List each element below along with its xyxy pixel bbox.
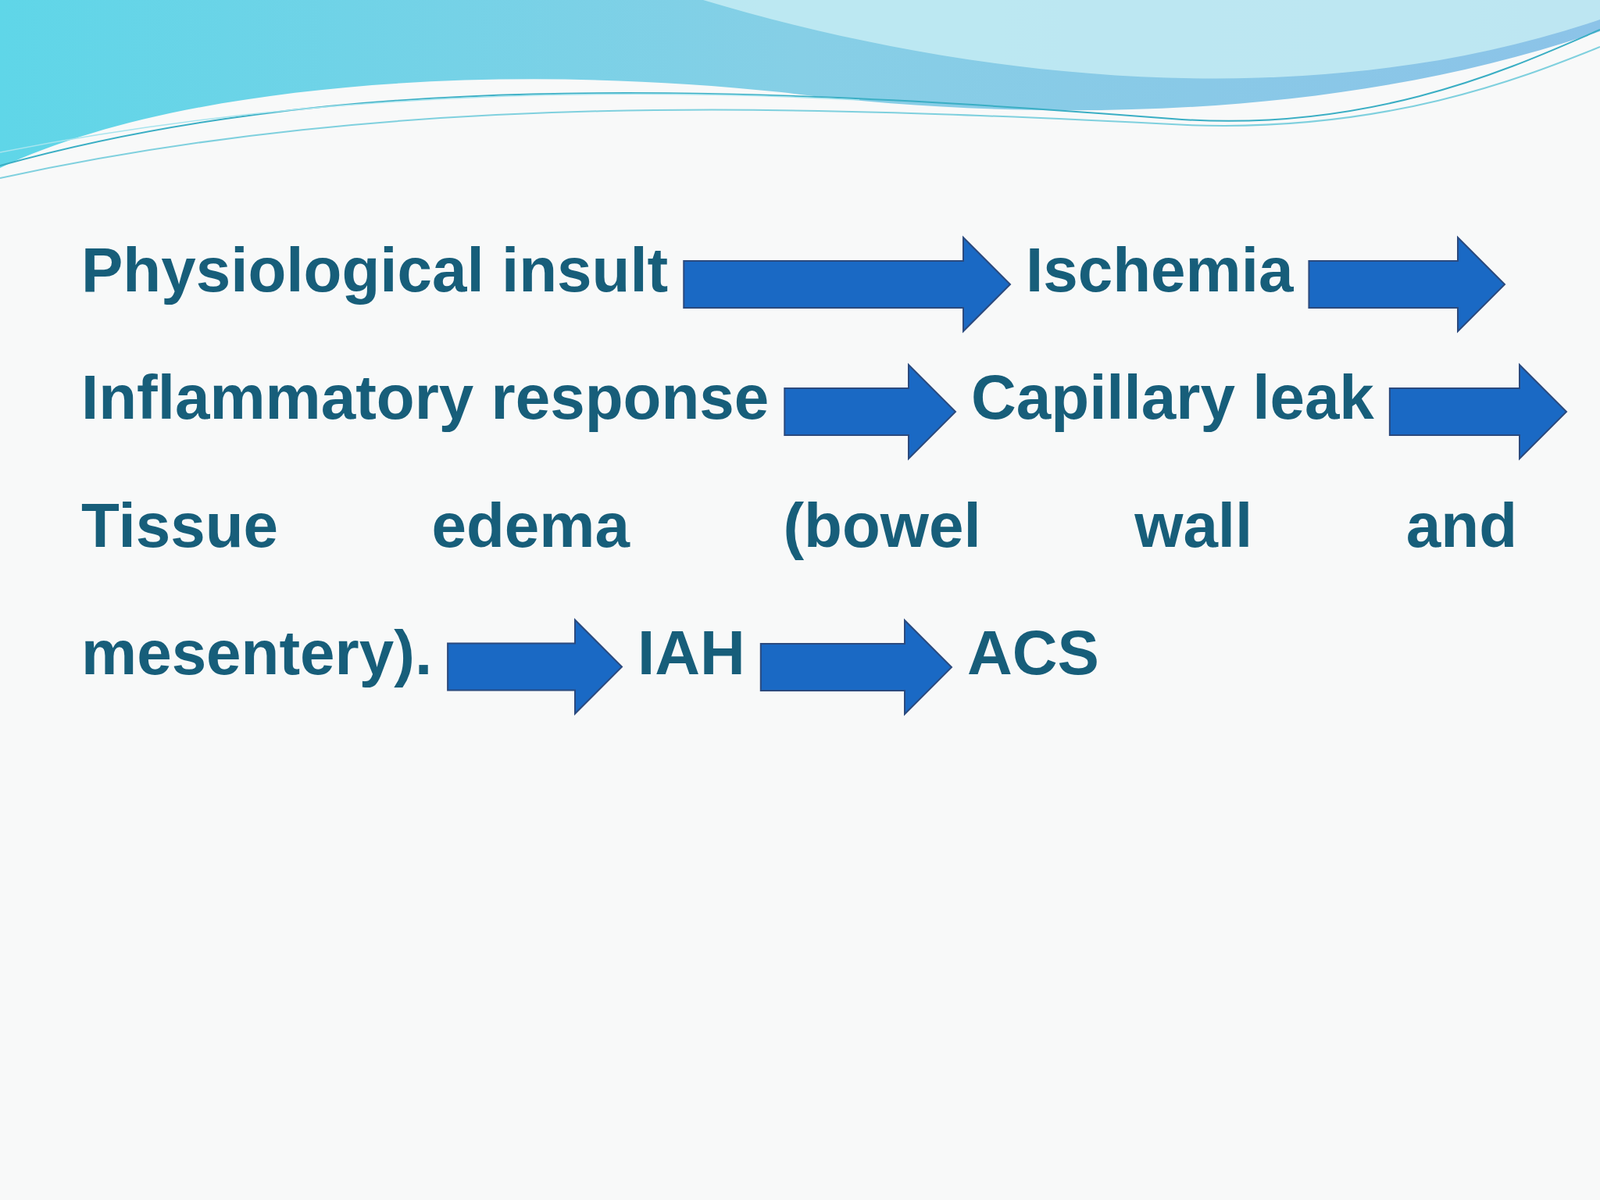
step-text: IAH [637, 617, 746, 690]
flow-step: Physiological insult [81, 234, 668, 307]
step-text: Physiological insult [81, 234, 668, 307]
step-text: ACS [967, 617, 1100, 690]
flow-step: Tissue edema (bowel wall and mesentery). [81, 461, 1518, 717]
block-arrow [683, 237, 1011, 332]
wave-line [0, 46, 1600, 179]
flow-step: Inflammatory response [81, 361, 769, 434]
wave-highlight [703, 0, 1600, 79]
block-arrow [1308, 237, 1505, 332]
block-arrow [447, 620, 622, 715]
block-arrow [1389, 364, 1567, 459]
step-text: Tissue edema (bowel wall and mesentery). [81, 461, 1518, 717]
wave-band [0, 0, 1600, 168]
step-text: Capillary leak [971, 361, 1375, 434]
wave-line [0, 29, 1600, 166]
step-text: Inflammatory response [81, 361, 769, 434]
flow-step: Ischemia [1025, 234, 1293, 307]
flow-step: Capillary leak [971, 361, 1375, 434]
flow-step: IAH [637, 617, 746, 690]
block-arrow [760, 620, 952, 715]
wave-line [0, 93, 860, 153]
step-text: Ischemia [1025, 234, 1293, 307]
flow-step: ACS [967, 617, 1100, 690]
block-arrow [784, 364, 956, 459]
